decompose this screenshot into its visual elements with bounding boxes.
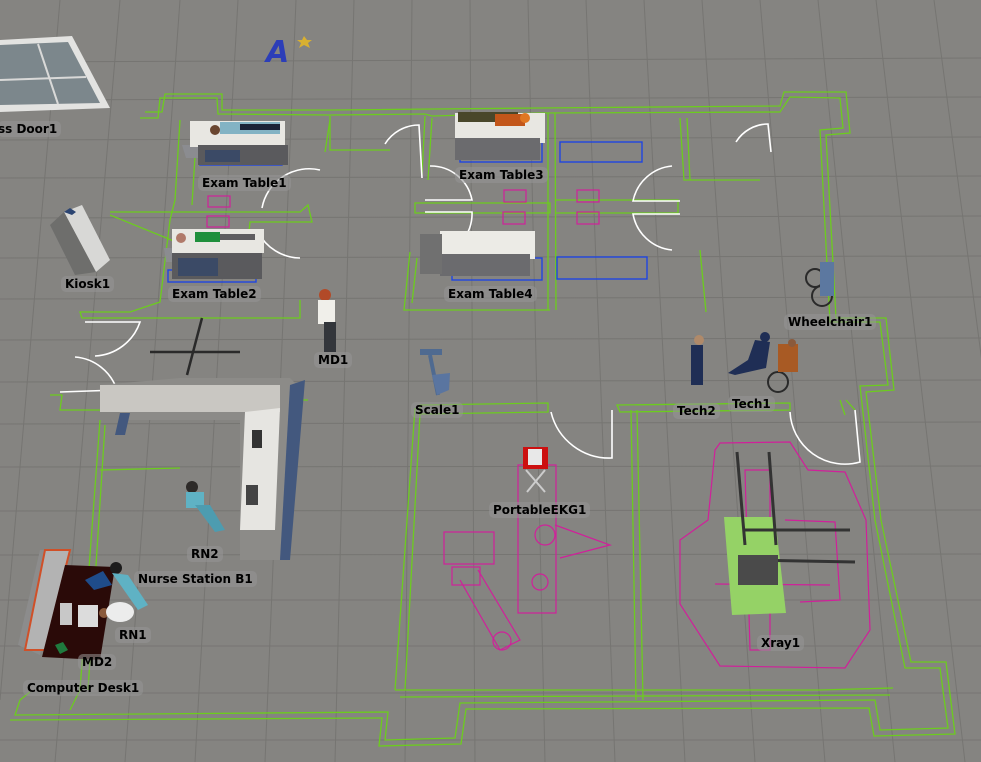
computer-desk-1-model[interactable] — [18, 549, 115, 660]
scale-1-model[interactable] — [420, 349, 450, 396]
rn-2-figure[interactable] — [186, 481, 225, 532]
label-md-2[interactable]: MD2 — [78, 654, 117, 670]
floor-markers — [150, 317, 240, 376]
sliding-glass-door-model[interactable] — [0, 36, 110, 112]
label-exam-table-1[interactable]: Exam Table1 — [198, 175, 291, 191]
svg-text:A: A — [264, 35, 289, 70]
label-md-1[interactable]: MD1 — [314, 352, 353, 368]
nurse-figure-near-desk[interactable] — [110, 562, 148, 610]
axis-marker-icon: A — [264, 35, 312, 70]
label-kiosk-1[interactable]: Kiosk1 — [61, 276, 115, 292]
tech-2-figure[interactable] — [691, 335, 704, 385]
md-1-figure[interactable] — [318, 289, 336, 352]
exam-table-1-model[interactable] — [182, 121, 288, 165]
wheelchair-1-model[interactable] — [805, 262, 834, 307]
label-nurse-station-b1[interactable]: Nurse Station B1 — [134, 571, 257, 587]
xray-1-model[interactable] — [724, 451, 856, 615]
tech-1-figure[interactable] — [728, 332, 798, 393]
label-tech-2[interactable]: Tech2 — [673, 403, 720, 419]
label-sliding-glass-door[interactable]: ss Door1 — [0, 121, 62, 137]
walls — [9, 91, 956, 747]
portable-ekg-1-model[interactable] — [523, 447, 548, 493]
label-portable-ekg-1[interactable]: PortableEKG1 — [489, 502, 591, 518]
door-swings — [59, 123, 861, 465]
label-exam-table-4[interactable]: Exam Table4 — [444, 286, 537, 302]
nurse-station-b1-model[interactable] — [100, 378, 305, 560]
exam-table-3-model[interactable] — [455, 112, 545, 160]
kiosk-1-model[interactable] — [50, 205, 110, 275]
exam-table-2-model[interactable] — [164, 229, 264, 279]
label-exam-table-2[interactable]: Exam Table2 — [168, 286, 261, 302]
label-rn-1[interactable]: RN1 — [115, 627, 151, 643]
label-xray-1[interactable]: Xray1 — [757, 635, 805, 651]
label-rn-2[interactable]: RN2 — [187, 546, 223, 562]
exam-table-4-model[interactable] — [420, 231, 535, 276]
label-tech-1[interactable]: Tech1 — [728, 396, 775, 412]
label-wheelchair-1[interactable]: Wheelchair1 — [784, 314, 877, 330]
label-computer-desk-1[interactable]: Computer Desk1 — [23, 680, 144, 696]
label-scale-1[interactable]: Scale1 — [411, 402, 464, 418]
label-exam-table-3[interactable]: Exam Table3 — [455, 167, 548, 183]
rn-1-figure[interactable] — [99, 602, 134, 622]
